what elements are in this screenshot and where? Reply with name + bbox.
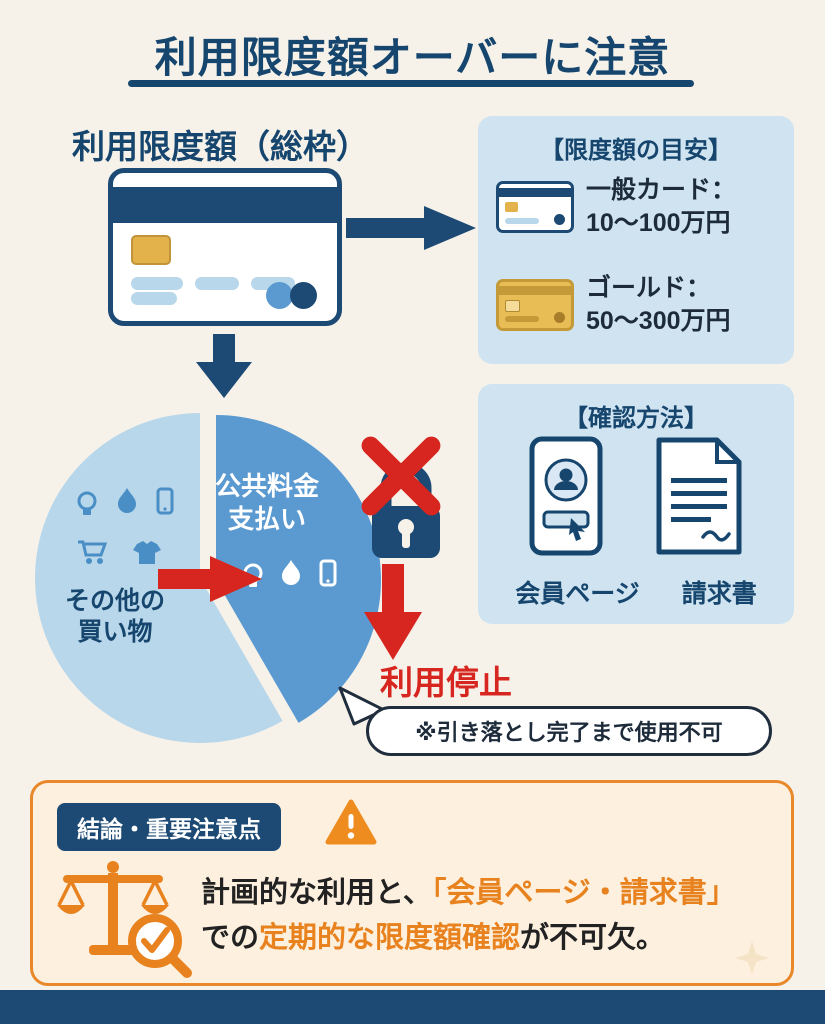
card-name-dash [131,292,177,305]
blue-credit-card-icon [496,180,574,233]
check-method-heading: 【確認方法】 [564,405,708,432]
suspension-label: 利用停止 [380,664,512,701]
phone-icon [156,487,174,515]
suspension-note: ※引き落とし完了まで使用不可 [415,720,723,745]
card-number-dash [195,277,239,290]
limit-item-label: ゴールド： [586,274,712,302]
conclusion-text: 計画的な利用と、「会員ページ・請求書」 での定期的な限度額確認が不可欠。 [201,871,787,961]
smartphone-member-page-icon [529,436,603,556]
check-method-panel: 【確認方法】 会員ページ 請求書 [478,384,794,624]
arrow-right-icon [346,206,476,250]
pie-label-utility: 公共料金 支払い [214,471,319,534]
conclusion-line-1: 計画的な利用と、「会員ページ・請求書」 [201,877,736,909]
cart-icon [78,540,108,564]
invoice-document-icon [656,437,742,555]
check-label-invoice: 請求書 [681,580,757,608]
limit-item-gold: ゴールド： 50〜300万円 [496,272,776,337]
flame-icon [118,488,136,513]
phone-icon [319,559,337,587]
red-x-icon [353,428,449,524]
pie-label-other: その他の 買い物 [64,587,165,647]
card-chip-icon [131,235,171,265]
limit-item-regular: 一般カード： 10〜100万円 [496,174,776,239]
arrow-down-icon [196,334,252,398]
warning-icon [325,799,377,845]
scale-magnifier-icon [57,861,192,978]
suspension-note-bubble: ※引き落とし完了まで使用不可 [366,706,772,756]
card-logo-circle [266,282,293,309]
flame-icon [282,560,300,585]
gold-credit-card-icon [496,278,574,331]
card-number-dash [131,277,183,290]
red-arrow-right-icon [158,556,262,602]
sparkle-icon [735,941,769,975]
conclusion-line-2: での定期的な限度額確認が不可欠。 [201,921,666,954]
credit-card-icon [108,168,342,326]
card-logo-circle [290,282,317,309]
pie-segment-utility [216,415,382,723]
limit-guide-heading: 【限度額の目安】 [540,137,732,164]
overview-heading: 利用限度額（総枠） [72,128,369,165]
check-label-member-page: 会員ページ [515,580,640,608]
card-stripe [113,187,337,223]
limit-item-value: 10〜100万円 [586,208,731,237]
limit-guide-panel: 【限度額の目安】 一般カード： 10〜100万円 ゴールド： 50〜300万円 [478,116,794,364]
red-arrow-down-icon [364,564,422,660]
conclusion-badge: 結論・重要注意点 [57,803,281,851]
conclusion-box: 結論・重要注意点 計画的な利用と、「会員ページ・請求書」 での定期的な限度額確認… [30,780,794,986]
lightbulb-icon [77,491,97,515]
tshirt-icon [133,541,161,564]
limit-item-value: 50〜300万円 [586,306,731,335]
shopping-icons [77,487,174,564]
footer-bar [0,990,825,1024]
page-title: 利用限度額オーバーに注意 [154,34,671,81]
title-underline [128,80,694,87]
limit-item-label: 一般カード： [586,176,737,204]
